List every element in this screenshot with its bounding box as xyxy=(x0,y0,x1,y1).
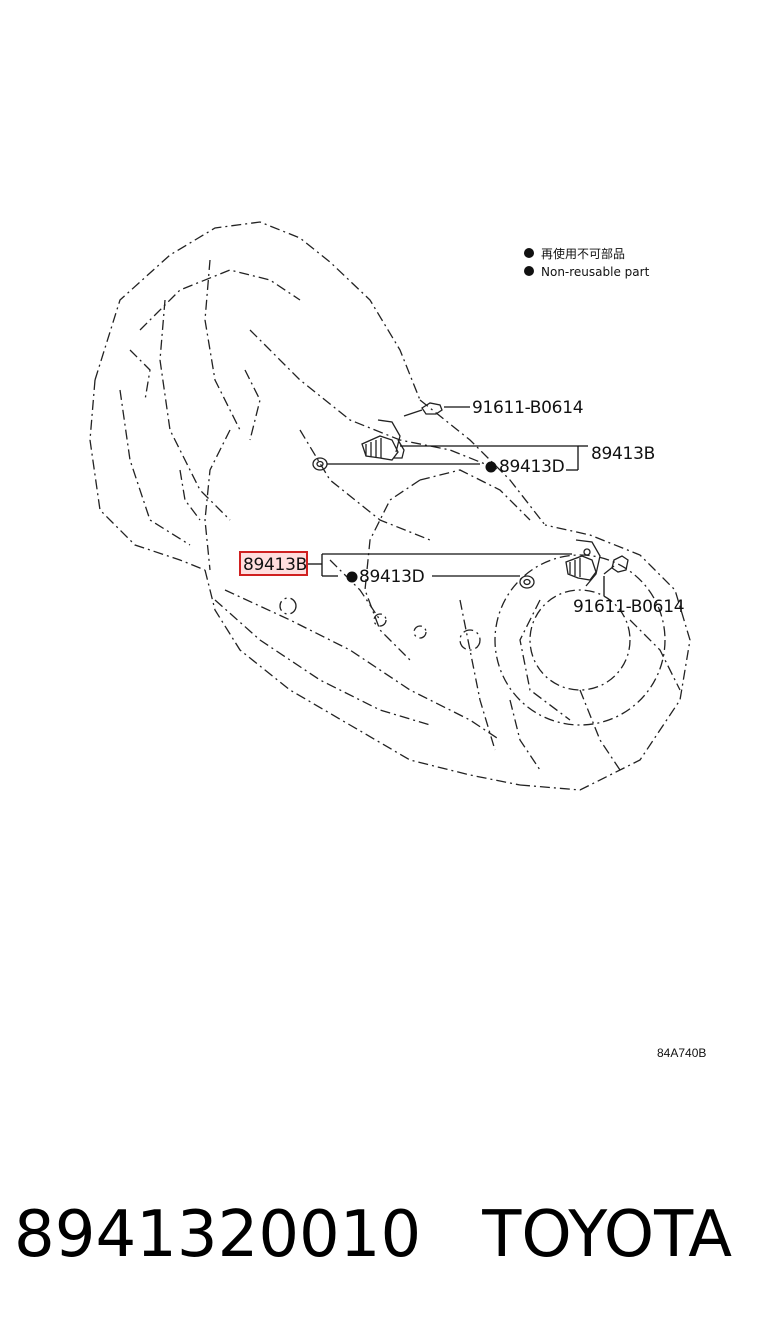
highlight-box xyxy=(239,551,308,576)
non-reusable-marker-lower xyxy=(346,571,358,583)
caption-part-number: 8941320010 xyxy=(14,1198,422,1272)
caption: 8941320010 TOYOTA xyxy=(14,1190,754,1280)
callout-bolt-lower[interactable]: 91611-B0614 xyxy=(573,597,685,617)
upper-gasket xyxy=(312,457,328,471)
lower-gasket xyxy=(519,575,535,589)
caption-brand: TOYOTA xyxy=(482,1198,733,1272)
transmission-housing-outline xyxy=(89,221,691,791)
legend-marker-1 xyxy=(524,248,534,258)
lower-bolt xyxy=(603,555,629,575)
lower-speed-sensor xyxy=(565,539,601,587)
callout-sensor-highlighted[interactable]: 89413B xyxy=(243,555,307,575)
figure-number: 84A740B xyxy=(657,1046,706,1060)
callout-bolt-top[interactable]: 91611-B0614 xyxy=(472,398,584,418)
callout-sensor-top-group[interactable]: 89413B xyxy=(591,444,655,464)
legend-english-label: Non-reusable part xyxy=(541,265,650,279)
upper-bolt xyxy=(403,402,443,417)
callout-gasket-top[interactable]: 89413D xyxy=(499,457,565,477)
upper-speed-sensor xyxy=(361,419,405,461)
legend-marker-2 xyxy=(524,266,534,276)
callout-labels: 91611-B0614 89413B 89413D 89413B 89413D … xyxy=(239,398,685,617)
leader-lines xyxy=(308,406,605,596)
legend-japanese-label: 再使用不可部品 xyxy=(541,246,625,261)
non-reusable-marker-top xyxy=(485,461,497,473)
callout-gasket-lower[interactable]: 89413D xyxy=(359,567,425,587)
legend: 再使用不可部品 Non-reusable part xyxy=(524,246,650,279)
